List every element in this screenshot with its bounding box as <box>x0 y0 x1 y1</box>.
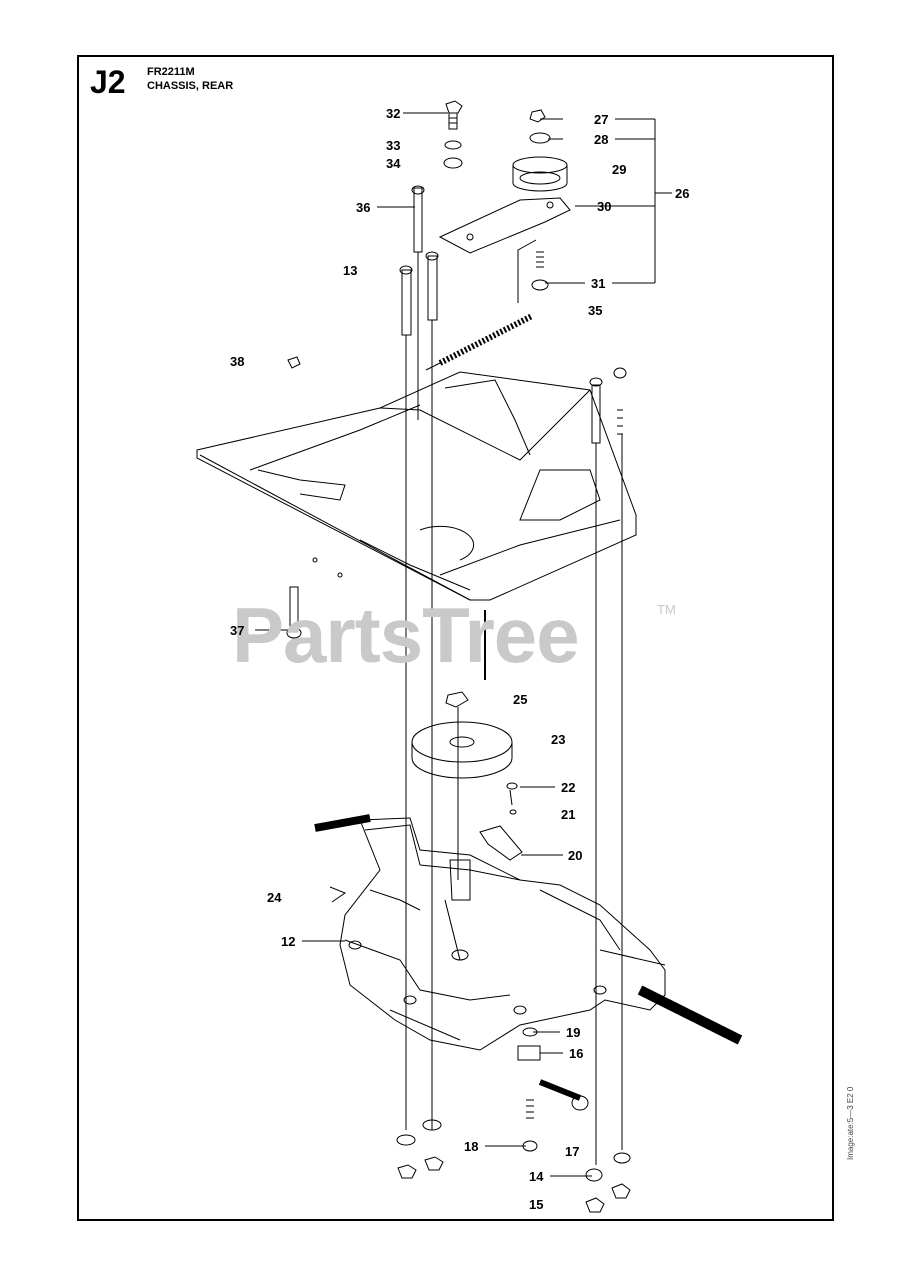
callout-35[interactable]: 35 <box>588 303 603 318</box>
callout-12[interactable]: 12 <box>281 934 296 949</box>
image-reference: Image:ate:5—3 E2 0 <box>846 1086 855 1160</box>
callout-30[interactable]: 30 <box>597 199 612 214</box>
washer-34 <box>443 157 463 169</box>
callout-19[interactable]: 19 <box>566 1025 581 1040</box>
callout-21[interactable]: 21 <box>561 807 576 822</box>
callout-25[interactable]: 25 <box>513 692 528 707</box>
bolt-17 <box>538 1079 582 1101</box>
watermark: PartsTree <box>232 591 580 679</box>
callout-24[interactable]: 24 <box>267 890 282 905</box>
callout-37[interactable]: 37 <box>230 623 245 638</box>
callout-27[interactable]: 27 <box>594 112 609 127</box>
callout-13[interactable]: 13 <box>343 263 358 278</box>
pulley-23 <box>411 721 513 779</box>
clip-25 <box>445 691 469 708</box>
model-number: FR2211M <box>147 66 195 78</box>
key-24 <box>329 886 347 903</box>
diagram-title: CHASSIS, REAR <box>147 80 234 92</box>
callout-38[interactable]: 38 <box>230 354 245 369</box>
spring-18 <box>526 1099 534 1119</box>
transaxle-12 <box>314 814 743 1051</box>
nut-19 <box>522 1027 538 1037</box>
callout-23[interactable]: 23 <box>551 732 566 747</box>
diagram-frame <box>77 55 834 1221</box>
callout-16[interactable]: 16 <box>569 1046 584 1061</box>
bracket-20 <box>479 825 523 861</box>
bottom-nuts <box>396 1119 631 1213</box>
chassis-plate-13 <box>196 371 637 680</box>
bolt-32 <box>445 100 463 130</box>
pulley-assembly-26 <box>438 109 571 291</box>
callout-33[interactable]: 33 <box>386 138 401 153</box>
callout-18[interactable]: 18 <box>464 1139 479 1154</box>
callout-31[interactable]: 31 <box>591 276 606 291</box>
callout-34[interactable]: 34 <box>386 156 401 171</box>
callout-20[interactable]: 20 <box>568 848 583 863</box>
callout-26[interactable]: 26 <box>675 186 690 201</box>
nut-38 <box>287 356 301 369</box>
callout-22[interactable]: 22 <box>561 780 576 795</box>
callout-17[interactable]: 17 <box>565 1144 580 1159</box>
bolt-22 <box>506 782 518 790</box>
plate-16 <box>517 1045 541 1061</box>
watermark-trademark: TM <box>657 602 676 617</box>
washer-33 <box>444 140 462 150</box>
callout-32[interactable]: 32 <box>386 106 401 121</box>
callout-14[interactable]: 14 <box>529 1169 544 1184</box>
callout-15[interactable]: 15 <box>529 1197 544 1212</box>
pin-21 <box>509 789 513 806</box>
callout-29[interactable]: 29 <box>612 162 627 177</box>
spring-35 <box>425 239 537 371</box>
callout-28[interactable]: 28 <box>594 132 609 147</box>
section-code: J2 <box>90 64 126 100</box>
bolt-37 <box>286 586 302 639</box>
right-bolts <box>589 367 627 1165</box>
callout-36[interactable]: 36 <box>356 200 371 215</box>
